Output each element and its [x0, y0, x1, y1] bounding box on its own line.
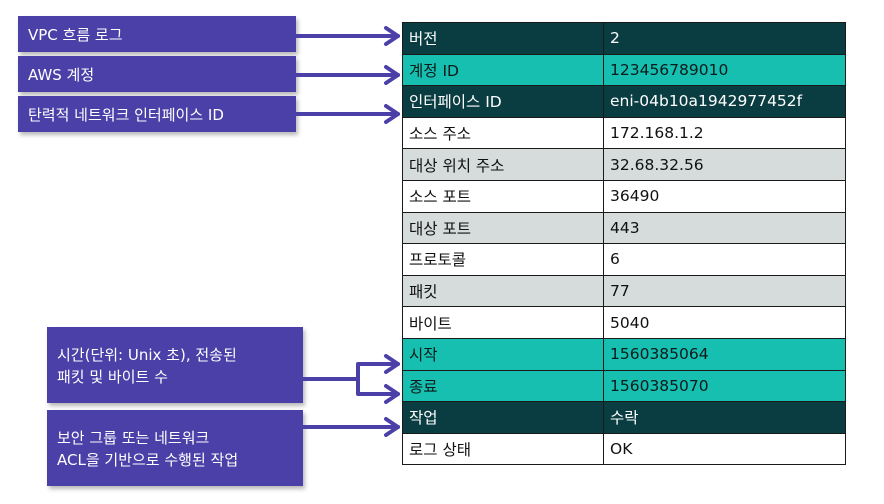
field-value: 1560385064 — [603, 337, 846, 371]
field-name: 대상 포트 — [402, 211, 604, 245]
callout-label: 시간(단위: Unix 초), 전송된 패킷 및 바이트 수 — [57, 346, 237, 386]
field-name: 패킷 — [402, 274, 604, 308]
table-row-packets: 패킷 77 — [402, 274, 846, 308]
callout-label: AWS 계정 — [28, 65, 95, 84]
field-name: 소스 포트 — [402, 179, 604, 213]
callout-eni-id: 탄력적 네트워크 인터페이스 ID — [18, 96, 296, 132]
field-name: 인터페이스 ID — [402, 85, 604, 118]
field-name: 소스 주소 — [402, 116, 604, 150]
field-value: 77 — [603, 274, 846, 308]
table-row-bytes: 바이트 5040 — [402, 306, 846, 339]
field-value: 2 — [603, 22, 846, 55]
table-row-version: 버전 2 — [402, 22, 846, 55]
table-row-destination-address: 대상 위치 주소 32.68.32.56 — [402, 148, 846, 181]
field-value: 1560385070 — [603, 369, 846, 403]
field-value: 5040 — [603, 306, 846, 339]
field-value: 32.68.32.56 — [603, 148, 846, 181]
branch-arrow-icon — [301, 354, 400, 404]
table-row-start: 시작 1560385064 — [402, 337, 846, 371]
table-row-action: 작업 수락 — [402, 401, 846, 434]
callout-label: 보안 그룹 또는 네트워크 ACL을 기반으로 수행된 작업 — [57, 429, 239, 469]
field-value: 36490 — [603, 179, 846, 213]
field-name: 작업 — [402, 401, 604, 434]
table-row-interface-id: 인터페이스 ID eni-04b10a1942977452f — [402, 85, 846, 118]
field-name: 대상 위치 주소 — [402, 148, 604, 181]
table-row-end: 종료 1560385070 — [402, 369, 846, 403]
table-row-account-id: 계정 ID 123456789010 — [402, 53, 846, 87]
field-name: 바이트 — [402, 306, 604, 339]
arrow-icon — [294, 104, 400, 124]
field-name: 버전 — [402, 22, 604, 55]
field-value: 172.168.1.2 — [603, 116, 846, 150]
table-row-source-port: 소스 포트 36490 — [402, 179, 846, 213]
table-row-protocol: 프로토콜 6 — [402, 243, 846, 276]
field-value: 6 — [603, 243, 846, 276]
field-value: eni-04b10a1942977452f — [603, 85, 846, 118]
callout-action: 보안 그룹 또는 네트워크 ACL을 기반으로 수행된 작업 — [47, 410, 303, 486]
field-value: OK — [603, 432, 846, 466]
field-name: 종료 — [402, 369, 604, 403]
table-row-source-address: 소스 주소 172.168.1.2 — [402, 116, 846, 150]
field-name: 시작 — [402, 337, 604, 371]
field-name: 계정 ID — [402, 53, 604, 87]
flow-log-record-table: 버전 2 계정 ID 123456789010 인터페이스 ID eni-04b… — [402, 22, 846, 466]
callout-label: 탄력적 네트워크 인터페이스 ID — [28, 105, 224, 124]
table-row-log-status: 로그 상태 OK — [402, 432, 846, 466]
callout-time-packets-bytes: 시간(단위: Unix 초), 전송된 패킷 및 바이트 수 — [47, 327, 303, 403]
field-value: 123456789010 — [603, 53, 846, 87]
callout-vpc-flow-log: VPC 흐름 로그 — [18, 16, 296, 52]
arrow-icon — [294, 65, 400, 85]
callout-label: VPC 흐름 로그 — [28, 25, 123, 44]
table-row-destination-port: 대상 포트 443 — [402, 211, 846, 245]
field-value: 443 — [603, 211, 846, 245]
arrow-icon — [294, 26, 400, 46]
field-name: 프로토콜 — [402, 243, 604, 276]
arrow-icon — [301, 417, 400, 437]
callout-aws-account: AWS 계정 — [18, 56, 296, 92]
field-value: 수락 — [603, 401, 846, 434]
field-name: 로그 상태 — [402, 432, 604, 466]
